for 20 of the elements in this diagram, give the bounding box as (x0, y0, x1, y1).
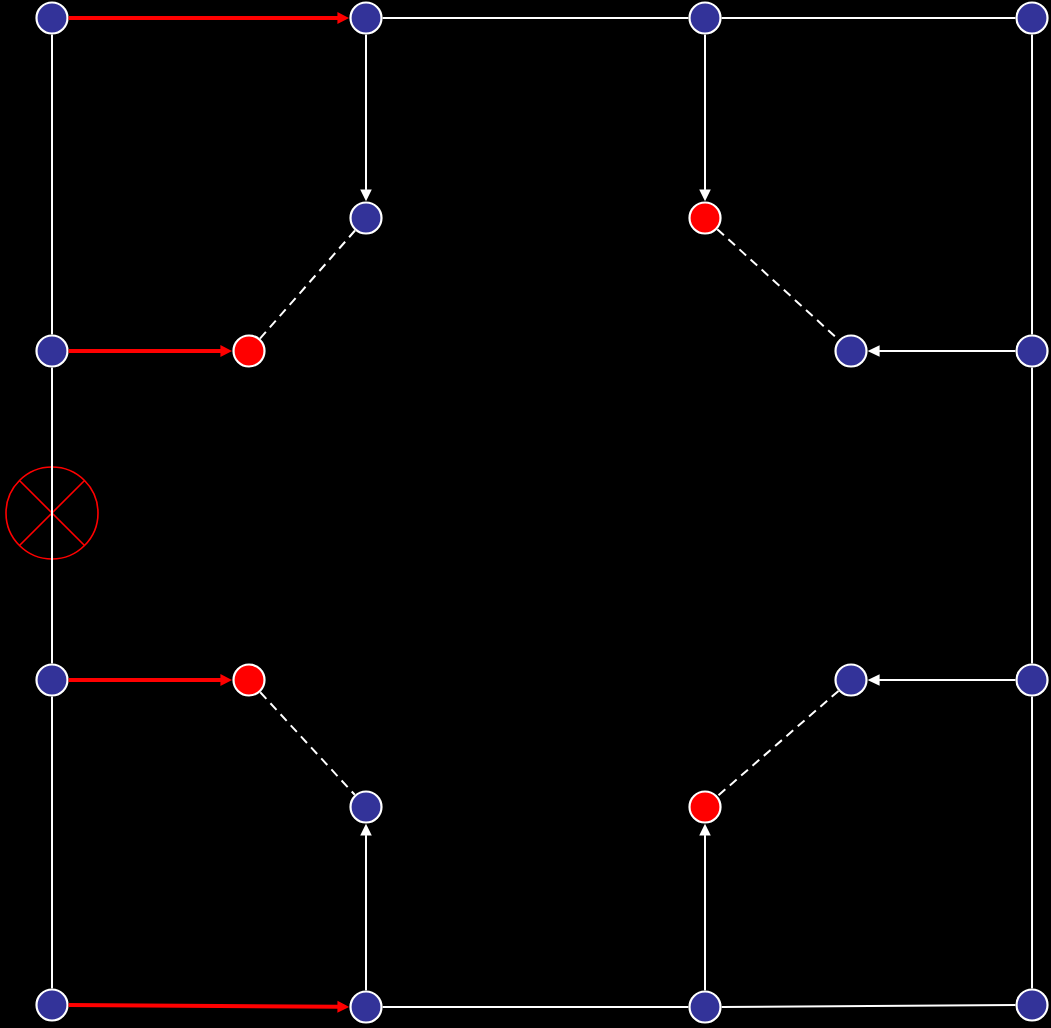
node-circle (1015, 1, 1049, 35)
node-circle (232, 663, 266, 697)
node-circle (1015, 988, 1049, 1022)
node-circle (35, 1, 69, 35)
node-circle (349, 201, 383, 235)
node-circle (688, 790, 722, 824)
node-circle (834, 663, 868, 697)
node-circle (35, 334, 69, 368)
node-circle (688, 990, 722, 1024)
node-circle (349, 1, 383, 35)
node-circle (834, 334, 868, 368)
node-circle (688, 201, 722, 235)
node-circle (349, 790, 383, 824)
node-circle (35, 663, 69, 697)
node-circle (232, 334, 266, 368)
node-circle (1015, 663, 1049, 697)
node-circle (688, 1, 722, 35)
node-circle (35, 988, 69, 1022)
node-circle (349, 990, 383, 1024)
node-circle (1015, 334, 1049, 368)
